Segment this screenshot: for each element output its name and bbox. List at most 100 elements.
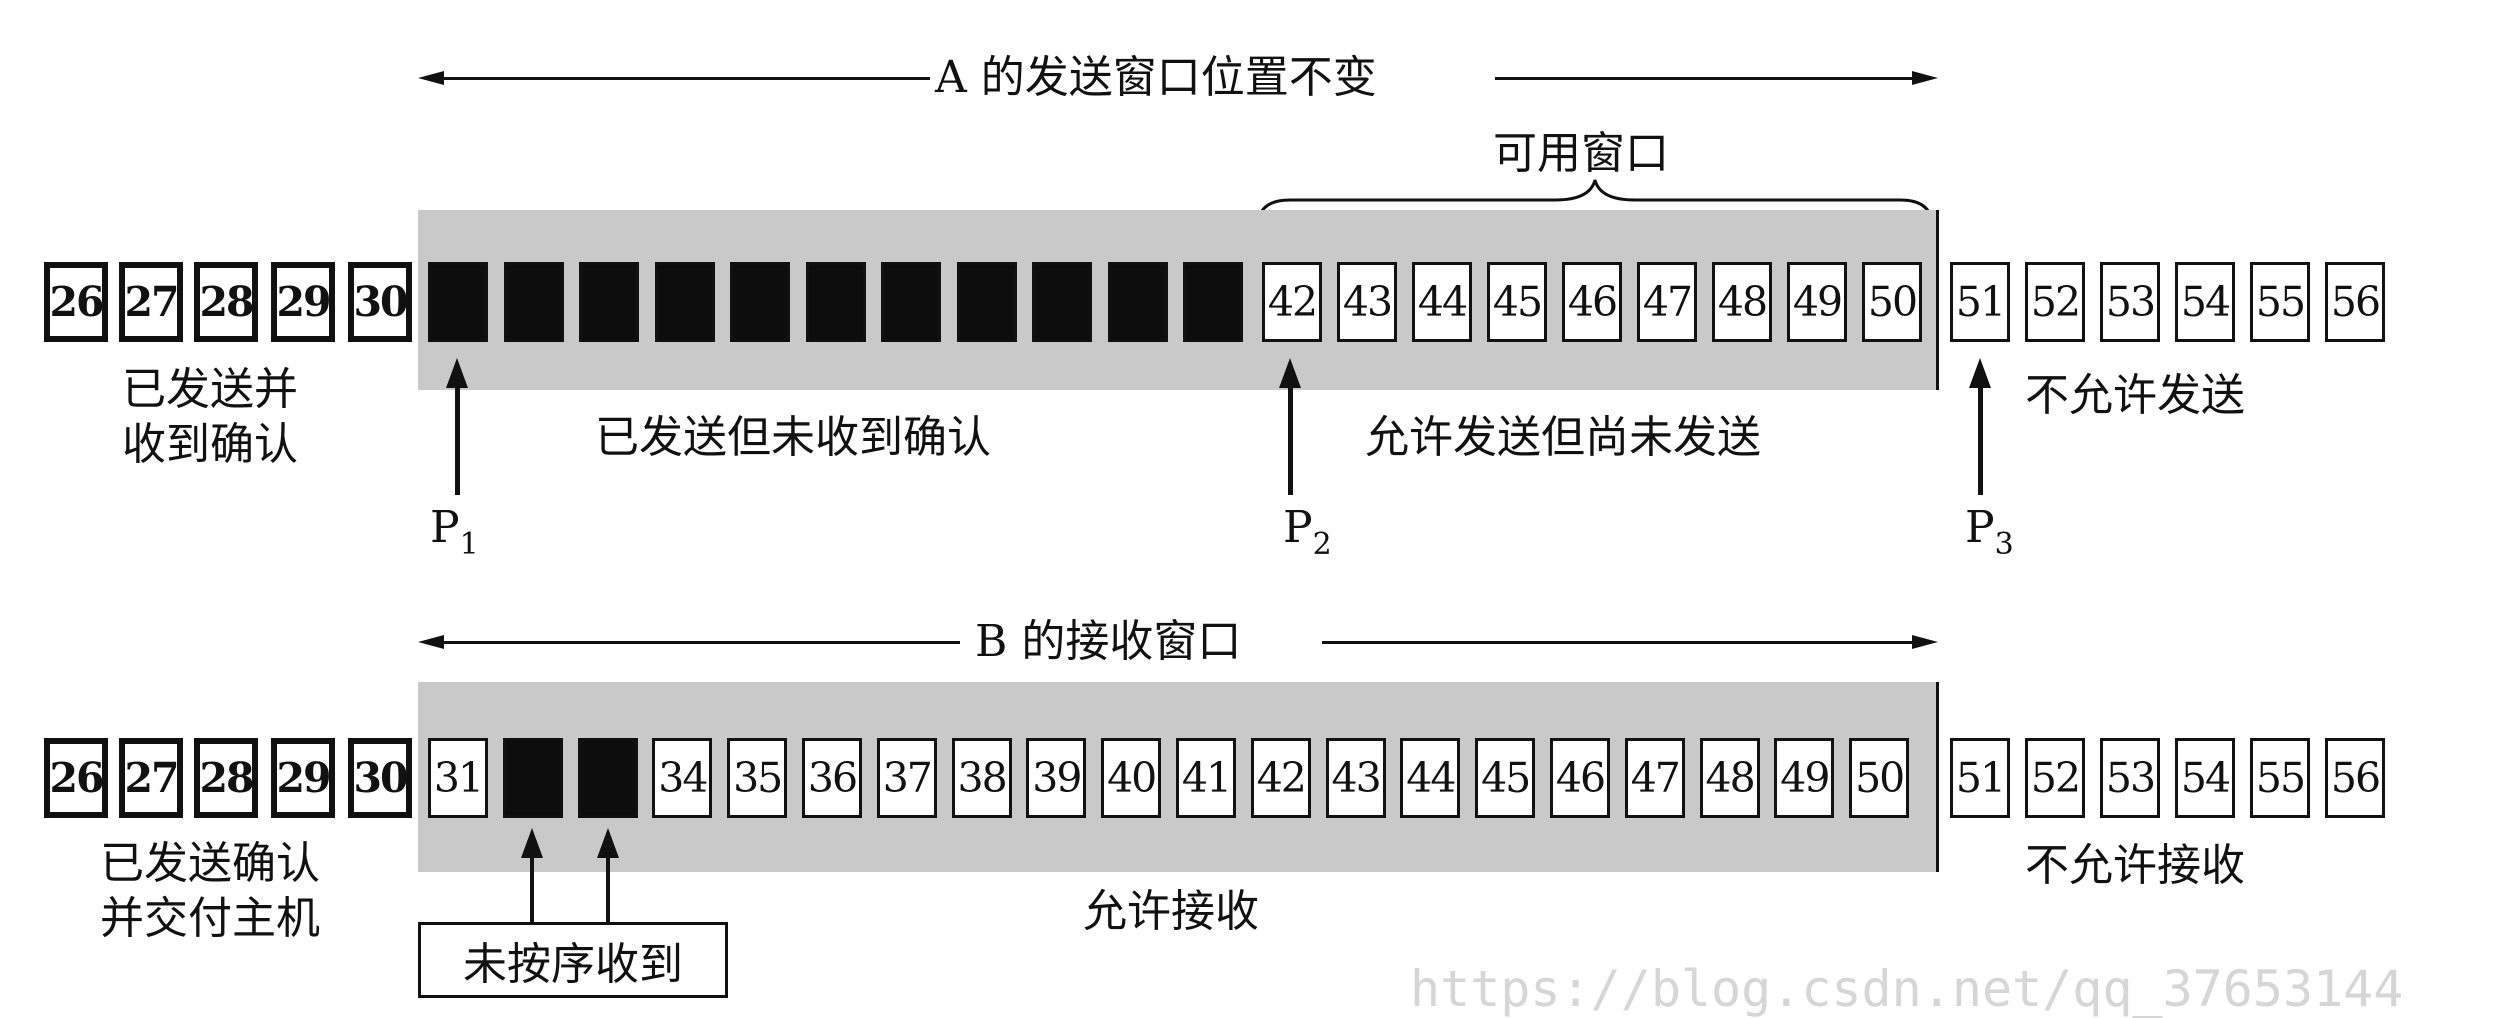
seq-cell-sent-unacked — [805, 262, 866, 342]
seq-cell: 41 — [1176, 738, 1236, 818]
sender-not-allowed-label: 不允许发送 — [2025, 370, 2245, 421]
seq-cell: 56 — [2325, 738, 2385, 818]
seq-cell: 55 — [2250, 738, 2310, 818]
seq-cell-sent-unacked — [1183, 262, 1243, 342]
seq-cell: 53 — [2100, 738, 2160, 818]
seq-cell: 52 — [2025, 738, 2085, 818]
seq-cell-out-of-order — [502, 738, 563, 818]
seq-cell: 31 — [428, 738, 488, 818]
seq-cell: 27 — [119, 262, 183, 342]
seq-cell: 54 — [2175, 262, 2235, 342]
seq-cell-sent-unacked — [428, 262, 488, 342]
seq-cell: 43 — [1325, 738, 1386, 818]
seq-cell: 44 — [1412, 262, 1472, 342]
seq-cell: 55 — [2250, 262, 2310, 342]
seq-cell: 50 — [1849, 738, 1910, 818]
p2-arrow-head — [1279, 358, 1301, 388]
receiver-window-span-right-arrowhead — [1912, 635, 1938, 649]
seq-cell: 56 — [2325, 262, 2385, 342]
seq-cell: 54 — [2175, 738, 2235, 818]
seq-cell: 46 — [1562, 262, 1622, 342]
seq-cell: 42 — [1250, 738, 1311, 818]
sender-window-span-line-right — [1495, 77, 1915, 80]
sender-window-right-edge — [1936, 210, 1939, 390]
p3-arrow-shaft — [1978, 385, 1983, 495]
seq-cell: 27 — [119, 738, 183, 818]
seq-cell: 47 — [1624, 738, 1685, 818]
pointer-p2: P2 — [1283, 502, 1332, 562]
sender-acked-label-line1: 已发送并 — [122, 364, 298, 415]
seq-cell-sent-unacked — [503, 262, 564, 342]
seq-cell: 44 — [1400, 738, 1461, 818]
sender-allowed-label: 允许发送但尚未发送 — [1365, 412, 1761, 463]
seq-cell: 42 — [1262, 262, 1322, 342]
seq-cell: 28 — [194, 262, 258, 342]
receiver-not-allowed-label: 不允许接收 — [2025, 840, 2245, 891]
usable-window-label: 可用窗口 — [1493, 128, 1669, 179]
seq-cell-sent-unacked — [881, 262, 941, 342]
out-of-order-arrow-1-shaft — [530, 855, 534, 925]
seq-cell: 48 — [1712, 262, 1772, 342]
receiver-window-right-edge — [1936, 682, 1939, 872]
seq-cell: 46 — [1550, 738, 1610, 818]
sender-window-span-line-left — [440, 77, 930, 80]
sender-acked-label-line2: 收到确认 — [122, 419, 298, 470]
seq-cell: 51 — [1950, 738, 2010, 818]
seq-cell: 39 — [1026, 738, 1087, 818]
receiver-window-span-left-arrowhead — [418, 635, 444, 649]
p1-arrow-shaft — [455, 385, 460, 495]
seq-cell: 45 — [1487, 262, 1547, 342]
seq-cell-sent-unacked — [654, 262, 715, 342]
receiver-delivered-label-line1: 已发送确认 — [100, 838, 320, 889]
seq-cell: 53 — [2100, 262, 2160, 342]
seq-cell-out-of-order — [577, 738, 638, 818]
p2-arrow-shaft — [1288, 385, 1293, 495]
sender-window-band — [418, 210, 1938, 390]
seq-cell: 47 — [1637, 262, 1697, 342]
pointer-p3: P3 — [1965, 502, 2014, 562]
seq-cell-sent-unacked — [1032, 262, 1092, 342]
seq-cell: 26 — [44, 262, 108, 342]
seq-cell: 40 — [1101, 738, 1162, 818]
watermark-text: https://blog.csdn.net/qq_37653144 — [1410, 960, 2404, 1018]
p3-arrow-head — [1969, 358, 1991, 388]
seq-cell: 35 — [727, 738, 788, 818]
pointer-p1: P1 — [430, 502, 479, 562]
sender-acked-label: 已发送并 收到确认 — [122, 362, 298, 472]
sender-window-span-right-arrowhead — [1912, 71, 1938, 85]
seq-cell: 49 — [1787, 262, 1847, 342]
receiver-delivered-label-line2: 并交付主机 — [100, 893, 320, 944]
seq-cell: 29 — [271, 262, 335, 342]
seq-cell-sent-unacked — [579, 262, 639, 342]
out-of-order-arrow-1-head — [521, 828, 543, 858]
seq-cell: 26 — [44, 738, 108, 818]
sender-sent-unacked-label: 已发送但未收到确认 — [595, 412, 991, 463]
p1-arrow-head — [446, 358, 468, 388]
receiver-allowed-label: 允许接收 — [1083, 886, 1259, 937]
seq-cell: 34 — [652, 738, 713, 818]
seq-cell: 30 — [348, 738, 412, 818]
out-of-order-arrow-2-shaft — [606, 855, 610, 925]
receiver-window-span-line-left — [440, 641, 960, 644]
receiver-window-title: B 的接收窗口 — [975, 616, 1242, 667]
out-of-order-label-box: 未按序收到 — [418, 922, 728, 998]
seq-cell: 45 — [1475, 738, 1536, 818]
seq-cell: 50 — [1862, 262, 1922, 342]
seq-cell: 48 — [1699, 738, 1760, 818]
seq-cell: 49 — [1774, 738, 1835, 818]
seq-cell: 38 — [951, 738, 1012, 818]
seq-cell: 30 — [348, 262, 412, 342]
usable-window-brace — [1256, 179, 1934, 227]
seq-cell: 28 — [194, 738, 258, 818]
seq-cell: 51 — [1950, 262, 2010, 342]
sender-window-title: A 的发送窗口位置不变 — [935, 52, 1377, 103]
receiver-window-span-line-right — [1322, 641, 1915, 644]
seq-cell-sent-unacked — [956, 262, 1017, 342]
seq-cell-sent-unacked — [730, 262, 790, 342]
seq-cell: 37 — [876, 738, 937, 818]
receiver-delivered-label: 已发送确认 并交付主机 — [100, 836, 320, 946]
seq-cell-sent-unacked — [1107, 262, 1168, 342]
seq-cell: 52 — [2025, 262, 2085, 342]
seq-cell: 36 — [802, 738, 862, 818]
